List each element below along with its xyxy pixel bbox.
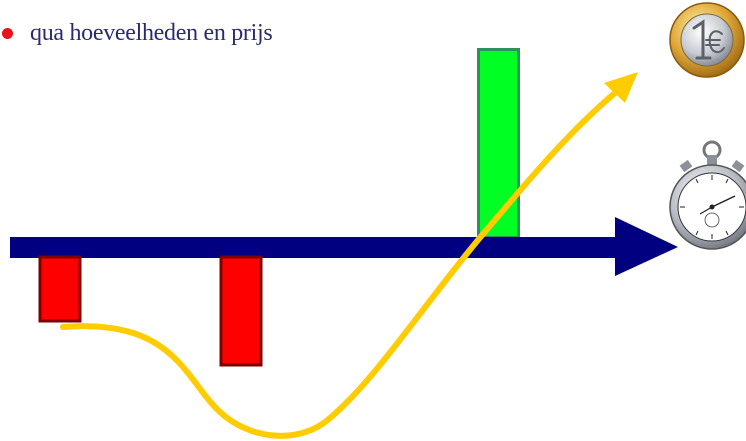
positive-cashflow-bar bbox=[477, 48, 520, 239]
bullet-item: qua hoeveelheden en prijs bbox=[0, 18, 273, 48]
negative-cashflow-bar-2 bbox=[219, 255, 263, 367]
bullet-text: qua hoeveelheden en prijs bbox=[30, 19, 273, 46]
cumulative-curve bbox=[60, 85, 624, 439]
euro-coin-icon bbox=[669, 2, 745, 78]
negative-cashflow-bar-1 bbox=[38, 255, 82, 323]
time-axis-arrow bbox=[10, 217, 678, 276]
curve-arrowhead bbox=[604, 72, 638, 103]
stopwatch-icon bbox=[669, 140, 746, 250]
bullet-dot bbox=[2, 27, 13, 39]
